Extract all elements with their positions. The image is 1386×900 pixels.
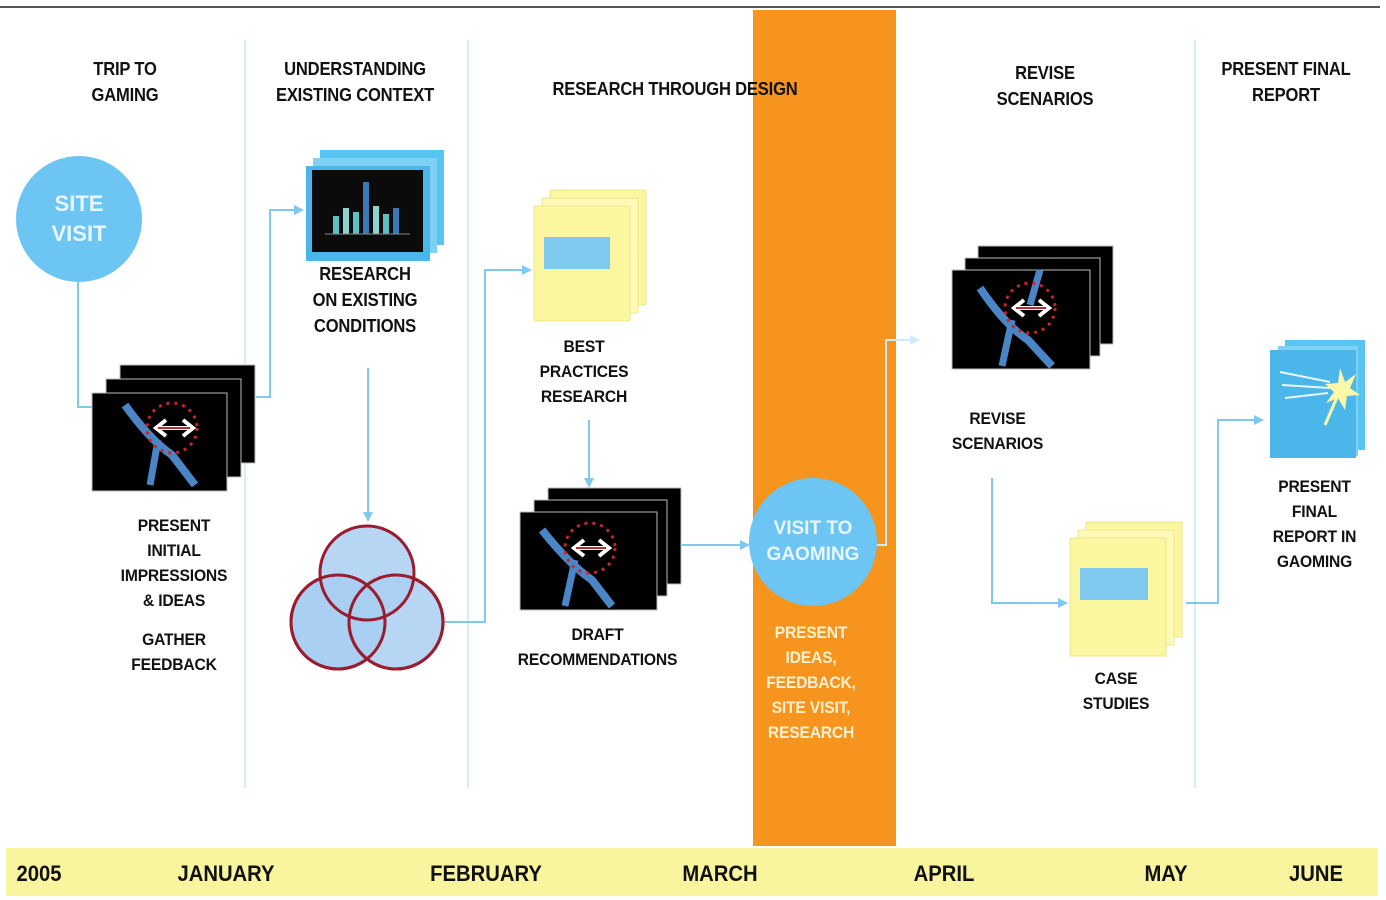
- phase-heading-understanding: UNDERSTANDING EXISTING CONTEXT: [275, 59, 435, 105]
- timeline-month-february: FEBRUARY: [430, 861, 542, 886]
- slide-stack-draft: [519, 487, 682, 611]
- phase-heading-research-through-design: RESEARCH THROUGH DESIGN: [552, 79, 798, 99]
- visit-gaoming-label: VISIT TO GAOMING: [766, 518, 860, 565]
- phase-divider: [467, 40, 469, 788]
- timeline-month-april: APRIL: [913, 861, 975, 886]
- draft-recommendations-label: DRAFT RECOMMENDATIONS: [517, 625, 678, 669]
- phase-heading-final: PRESENT FINAL REPORT: [1221, 59, 1351, 105]
- connector-arrow: [443, 265, 532, 623]
- best-practices-label: BEST PRACTICES RESEARCH: [539, 337, 629, 406]
- gather-feedback-label: GATHER FEEDBACK: [131, 630, 217, 674]
- visit-gaoming-circle: VISIT TO GAOMING: [749, 478, 877, 606]
- document-stack-best-practices: [533, 189, 647, 322]
- phase-divider: [1194, 40, 1196, 788]
- site-visit-label: SITE VISIT: [51, 191, 107, 246]
- connector-arrow: [991, 478, 1068, 608]
- chart-slide-stack: [306, 150, 444, 261]
- present-ideas-label: PRESENT IDEAS, FEEDBACK, SITE VISIT, RES…: [766, 623, 856, 742]
- slide-stack-revise: [951, 245, 1114, 370]
- venn-diagram: [289, 524, 445, 671]
- timeline-month-may: MAY: [1144, 861, 1188, 886]
- connector-arrow: [876, 335, 920, 546]
- slide-stack-initial: [91, 364, 256, 492]
- top-rule: [0, 6, 1380, 8]
- phase-heading-revise: REVISE SCENARIOS: [996, 63, 1094, 109]
- timeline-bar: 2005 JANUARY FEBRUARY MARCH APRIL MAY JU…: [6, 848, 1378, 896]
- site-visit-circle: SITE VISIT: [16, 156, 142, 282]
- research-existing-label: RESEARCH ON EXISTING CONDITIONS: [312, 264, 418, 336]
- connector-arrow: [1186, 415, 1264, 604]
- connector-arrow: [256, 205, 304, 398]
- march-highlight-band: [753, 10, 896, 846]
- timeline-month-march: MARCH: [682, 861, 758, 886]
- timeline-month-january: JANUARY: [177, 861, 275, 886]
- timeline-month-june: JUNE: [1289, 861, 1343, 886]
- connector-arrow: [77, 278, 94, 408]
- present-initial-label: PRESENT INITIAL IMPRESSIONS & IDEAS: [120, 516, 228, 610]
- present-final-label: PRESENT FINAL REPORT IN GAOMING: [1272, 477, 1357, 571]
- timeline-year: 2005: [16, 861, 62, 886]
- phase-heading-trip: TRIP TO GAMING: [91, 59, 159, 105]
- document-stack-case-studies: [1069, 521, 1183, 657]
- revise-scenarios-label: REVISE SCENARIOS: [951, 409, 1044, 453]
- final-report-stack: [1270, 340, 1365, 458]
- case-studies-label: CASE STUDIES: [1082, 669, 1150, 713]
